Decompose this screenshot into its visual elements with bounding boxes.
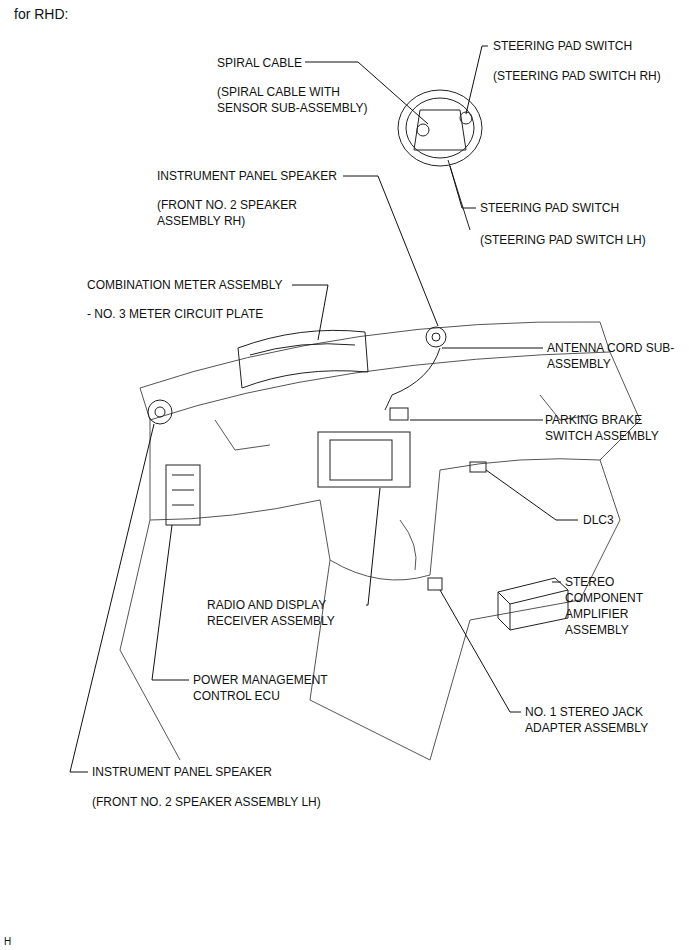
speaker-rh	[426, 327, 446, 347]
combination-meter	[238, 330, 368, 388]
page-heading: for RHD:	[14, 6, 68, 22]
part-label: RADIO AND DISPLAY RECEIVER ASSEMBLY	[207, 597, 367, 629]
part-label: (STEERING PAD SWITCH LH)	[480, 232, 646, 248]
power-management-ecu	[166, 465, 200, 525]
part-label: SPIRAL CABLE	[217, 55, 302, 71]
cabin-outline	[120, 322, 640, 760]
part-label: NO. 1 STEREO JACK ADAPTER ASSEMBLY	[525, 704, 680, 736]
part-label: (FRONT NO. 2 SPEAKER ASSEMBLY RH)	[157, 197, 322, 229]
part-label: STEREO COMPONENT AMPLIFIER ASSEMBLY	[565, 574, 675, 638]
part-label: STEERING PAD SWITCH	[480, 200, 619, 216]
part-label: INSTRUMENT PANEL SPEAKER	[92, 764, 272, 780]
part-label: POWER MANAGEMENT CONTROL ECU	[193, 672, 353, 704]
part-label: DLC3	[583, 512, 614, 528]
dlc3-connector	[470, 462, 486, 472]
stereo-jack	[428, 578, 442, 590]
speaker-lh-cone	[155, 407, 165, 417]
radio-display-receiver	[318, 432, 410, 487]
antenna-cord	[385, 348, 440, 410]
part-label: ANTENNA CORD SUB-ASSEMBLY	[547, 340, 677, 372]
steering-wheel	[398, 90, 482, 230]
part-label: INSTRUMENT PANEL SPEAKER	[157, 168, 337, 184]
part-label: PARKING BRAKE SWITCH ASSEMBLY	[545, 412, 685, 444]
parking-brake-switch	[390, 408, 408, 420]
part-label: (STEERING PAD SWITCH RH)	[493, 68, 661, 84]
part-label: STEERING PAD SWITCH	[493, 38, 632, 54]
speaker-rh-cone	[432, 333, 440, 341]
part-label: H	[4, 936, 11, 948]
part-label: - NO. 3 METER CIRCUIT PLATE	[87, 306, 263, 322]
part-label: COMBINATION METER ASSEMBLY	[87, 277, 283, 293]
leader-lines	[70, 46, 578, 772]
part-label: (FRONT NO. 2 SPEAKER ASSEMBLY LH)	[92, 794, 321, 810]
stereo-amplifier	[498, 578, 568, 630]
speaker-lh	[148, 400, 172, 424]
part-label: (SPIRAL CABLE WITH SENSOR SUB-ASSEMBLY)	[217, 84, 392, 116]
